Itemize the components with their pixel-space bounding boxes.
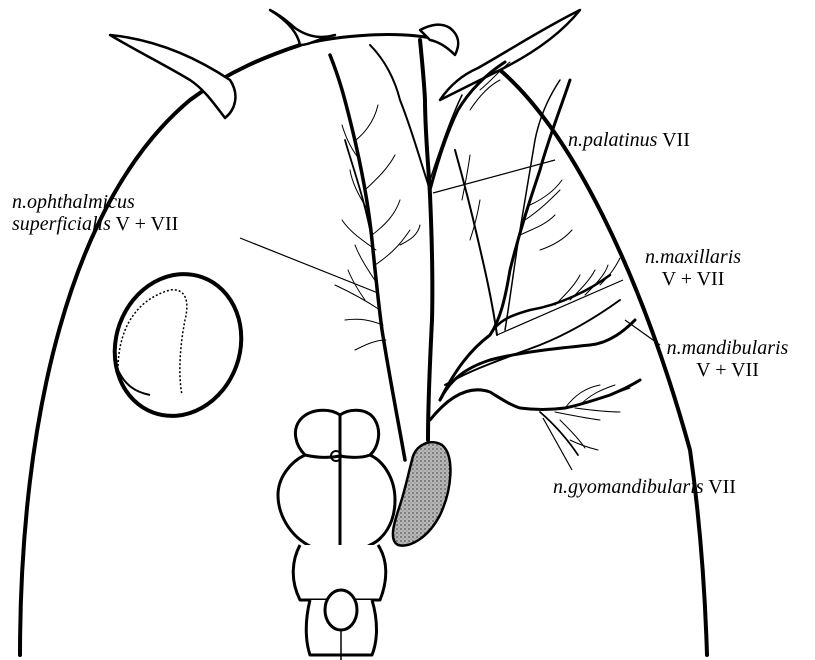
label-palatinus-name: n.palatinus	[568, 129, 657, 151]
label-ophthalmicus-name1: n.ophthalmicus	[12, 191, 135, 213]
eye	[95, 256, 261, 434]
label-maxillaris: n.maxillaris V + VII	[618, 246, 768, 290]
label-gyomandibularis: n.gyomandibularis VII	[553, 476, 736, 498]
label-ophthalmicus-name2: superficialis	[12, 213, 111, 235]
label-ophthalmicus-suffix: V + VII	[111, 213, 178, 235]
label-ophthalmicus: n.ophthalmicus superficialis V + VII	[12, 191, 178, 235]
label-gyomandibularis-suffix: VII	[704, 476, 736, 498]
ganglion	[393, 442, 451, 545]
label-mandibularis: n.mandibularis V + VII	[645, 337, 810, 381]
label-gyomandibularis-name: n.gyomandibularis	[553, 476, 704, 498]
label-mandibularis-name: n.mandibularis	[667, 337, 789, 359]
label-palatinus-suffix: VII	[657, 129, 689, 151]
label-maxillaris-suffix: V + VII	[618, 268, 768, 290]
brain	[278, 410, 395, 660]
label-maxillaris-name: n.maxillaris	[645, 246, 741, 268]
label-mandibularis-suffix: V + VII	[645, 359, 810, 381]
label-palatinus: n.palatinus VII	[568, 129, 690, 151]
